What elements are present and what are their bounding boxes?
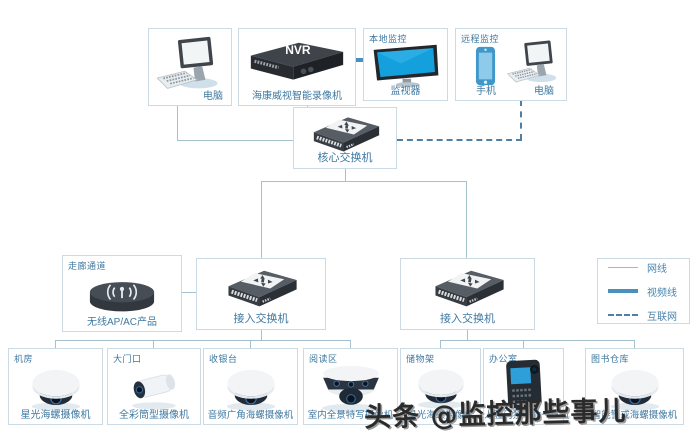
camera-location-tag: 大门口	[113, 354, 142, 364]
core-switch-box: 核心交换机	[293, 107, 397, 169]
wireless-ap-box: 走廊通道 无线AP/AC产品	[62, 255, 182, 332]
net-cable-label: 网线	[647, 263, 667, 275]
net-line-nvr-to-core	[307, 104, 308, 108]
camera-location-tag: 图书仓库	[591, 354, 630, 364]
access-switch-left-label: 接入交换机	[233, 313, 289, 325]
pc-top-box: 电脑	[148, 28, 232, 106]
monitor-label: 监视器	[390, 86, 421, 97]
net-line-drop-cam3	[250, 340, 251, 348]
net-line-drop-cam2	[153, 340, 154, 348]
net-line-left-camera-bus	[55, 340, 350, 341]
camera-label: 智能警戒海螺摄像机	[591, 410, 678, 421]
nvr-label: 海康威视智能录像机	[252, 91, 342, 102]
legend-item-video-cable: 视频线	[608, 284, 679, 299]
internet-line-core-to-remote-horizontal	[397, 139, 522, 141]
nvr-box: 海康威视智能录像机	[238, 28, 356, 106]
remote-monitoring-tag: 远程监控	[461, 34, 500, 44]
net-line-drop-left-switch	[261, 181, 262, 258]
access-switch-right-box: 接入交换机	[400, 258, 535, 330]
phone-label: 手机	[476, 86, 496, 97]
wireless-ap-tag: 走廊通道	[68, 261, 107, 271]
access-switch-right-icon	[420, 263, 516, 311]
local-monitoring-box: 本地监控 监视器	[363, 28, 448, 101]
access-switch-left-icon	[213, 263, 309, 311]
net-line-core-stem	[345, 169, 346, 181]
video-line-nvr-to-monitor	[351, 58, 363, 62]
camera-location-tag: 机房	[14, 354, 34, 364]
camera-label: 星光海螺摄像机	[20, 410, 91, 421]
internet-line-sample	[608, 314, 638, 316]
remote-pc-label: 电脑	[534, 86, 554, 97]
net-line-drop-cam7	[634, 340, 635, 348]
camera-location-tag: 阅读区	[309, 354, 338, 364]
net-line-right-switch-stem	[467, 330, 468, 340]
local-monitoring-tag: 本地监控	[369, 34, 408, 44]
camera-label: 星光海螺摄像机	[407, 410, 474, 421]
net-line-drop-cam4	[350, 340, 351, 348]
wireless-ap-icon	[79, 272, 165, 316]
toutiao-watermark: 头条 @监控那些事儿	[363, 395, 627, 432]
camera-box-server-room: 机房 星光海螺摄像机	[8, 348, 103, 425]
pc-top-label: 电脑	[203, 91, 223, 102]
video-cable-label: 视频线	[647, 287, 677, 299]
nvr-recorder-icon	[245, 39, 349, 87]
net-line-drop-cam6	[523, 340, 524, 348]
legend-item-internet: 互联网	[608, 308, 679, 323]
internet-line-core-to-remote-vertical	[520, 100, 522, 140]
smartphone-icon	[474, 45, 497, 87]
net-line-drop-right-switch	[466, 181, 467, 258]
net-line-core-bus	[261, 181, 467, 182]
camera-box-cashier: 收银台 音频广角海螺摄像机	[203, 348, 298, 425]
net-line-drop-cam5	[440, 340, 441, 348]
camera-location-tag: 收银台	[209, 354, 238, 364]
camera-box-reading-area: 阅读区 室内全景特写摄像机	[303, 348, 398, 425]
camera-label: 音频广角海螺摄像机	[207, 410, 294, 421]
net-line-left-switch-stem	[261, 330, 262, 340]
camera-label: 室内全景特写摄像机	[307, 410, 394, 421]
net-line-pc-to-core-horizontal	[177, 140, 293, 141]
net-line-right-camera-bus	[440, 340, 634, 341]
camera-box-book-warehouse: 图书仓库 智能警戒海螺摄像机	[585, 348, 684, 425]
remote-monitoring-box: 远程监控 手机 电脑	[455, 28, 567, 101]
legend-box: 网线 视频线 互联网	[597, 258, 690, 324]
camera-box-storage-rack: 储物架 星光海螺摄像机	[400, 348, 481, 425]
legend-item-net-cable: 网线	[608, 260, 679, 275]
net-line-ap-to-left-switch	[182, 292, 196, 293]
bullet-camera-icon	[113, 362, 195, 412]
dome-camera-icon	[210, 362, 292, 412]
net-cable-line-sample	[608, 266, 638, 268]
net-line-drop-cam1	[55, 340, 56, 348]
access-switch-right-label: 接入交换机	[440, 313, 495, 325]
internet-label: 互联网	[647, 311, 677, 323]
camera-location-tag: 储物架	[406, 354, 435, 364]
core-switch-label: 核心交换机	[317, 152, 373, 164]
camera-label: 全彩筒型摄像机	[119, 410, 189, 421]
dome-camera-icon	[15, 362, 97, 412]
video-cable-line-sample	[608, 289, 638, 293]
net-line-pc-to-core-vertical	[177, 106, 178, 140]
camera-box-office: 办公室 人脸门禁考勤一体机	[483, 348, 570, 425]
camera-location-tag: 办公室	[489, 354, 518, 364]
camera-label: 人脸门禁考勤一体机	[484, 410, 570, 421]
camera-box-main-gate: 大门口 全彩筒型摄像机	[107, 348, 201, 425]
access-switch-left-box: 接入交换机	[196, 258, 326, 330]
wireless-ap-label: 无线AP/AC产品	[86, 317, 157, 328]
